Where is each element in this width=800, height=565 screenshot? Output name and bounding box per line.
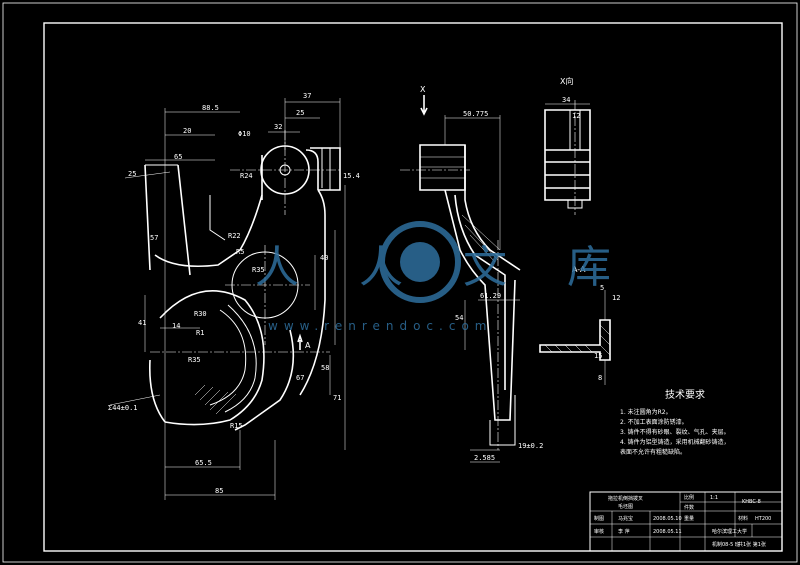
tb-checker-name: 李 萍: [618, 528, 630, 535]
arrow-x-label: X: [420, 85, 426, 94]
tb-sheet-label: 共1张 第1张: [738, 541, 766, 548]
sec-dim-15: 15: [594, 352, 602, 360]
tb-part-subname: 毛坯图: [618, 503, 633, 510]
tb-checker-label: 审核: [594, 528, 604, 535]
dim-54: 54: [455, 314, 463, 322]
right-x-view: [544, 100, 591, 215]
dim-41: 41: [138, 319, 146, 327]
dim-37: 37: [303, 92, 311, 100]
watermark-cn: 人人文库: [255, 242, 671, 293]
tech-requirements: 技术要求 1. 未注圆角为R2。 2. 不加工表面涂防锈漆。 3. 铸件不得有砂…: [620, 388, 730, 456]
tech-req-title: 技术要求: [665, 388, 705, 401]
dim-19: 19±0.2: [518, 442, 543, 450]
section-label: A-A: [572, 265, 586, 274]
tb-class: 机制08-5 班: [712, 541, 740, 548]
right-x-view-labels: X向 34 12: [560, 76, 580, 120]
dim-15-4: 15.4: [343, 172, 360, 180]
tb-count-label: 件数: [684, 504, 694, 511]
title-block: 拖拉机倒挡拨叉 毛坯图 比例 1:1 KHBC-8 件数 制图 马兆宝 2008…: [589, 491, 783, 552]
dim-34: 34: [562, 96, 570, 104]
tb-material-value: HT200: [755, 516, 771, 522]
dim-32: 32: [274, 123, 282, 131]
dim-65: 65: [174, 153, 182, 161]
middle-side-view: [400, 95, 521, 463]
dim-25b: 25: [128, 170, 136, 178]
tech-req-item: 2. 不加工表面涂防锈漆。: [620, 418, 688, 426]
section-a-a-labels: A-A 5 12 15 8: [572, 265, 620, 382]
dim-88-5: 88.5: [202, 104, 219, 112]
dim-65-5: 65.5: [195, 459, 212, 467]
inner-border: [43, 22, 783, 552]
tech-req-item: 1. 未注圆角为R2。: [620, 408, 672, 416]
tb-school: 哈尔滨理工大学: [712, 528, 747, 535]
dim-r5: R5: [236, 248, 244, 256]
dim-12: 12: [572, 112, 580, 120]
tb-checker-date: 2008.05.11: [653, 529, 682, 535]
dim-71: 71: [333, 394, 341, 402]
tb-drawing-no: KHBC-8: [742, 499, 761, 505]
left-main-view: [109, 98, 346, 500]
dim-85: 85: [215, 487, 223, 495]
dim-58: 58: [321, 364, 329, 372]
dim-25: 25: [296, 109, 304, 117]
watermark-url: www.renrendoc.com: [268, 319, 492, 333]
x-view-label: X向: [560, 76, 573, 86]
dim-2-585: 2.585: [474, 454, 495, 462]
middle-view-labels: X 50.775 61.29 54 19±0.2 2.585: [420, 85, 543, 462]
tb-weight-label: 重量: [684, 515, 694, 522]
dim-r30: R30: [194, 310, 207, 318]
dim-r15: R15: [230, 422, 243, 430]
watermark-logo-ring: [379, 221, 461, 303]
sec-dim-12: 12: [612, 294, 620, 302]
watermark: 人人文库 www.renrendoc.com: [255, 221, 671, 333]
dim-r22: R22: [228, 232, 241, 240]
tb-designer-label: 制图: [594, 515, 604, 522]
tech-req-item: 3. 铸件不得有砂眼、裂纹、气孔、夹层。: [620, 428, 730, 436]
dim-r1: R1: [196, 329, 204, 337]
section-a-a: [539, 290, 611, 385]
sec-dim-8: 8: [598, 374, 602, 382]
tb-designer-date: 2008.05.10: [653, 516, 682, 522]
tb-designer-name: 马兆宝: [618, 515, 633, 522]
dim-40: 40: [320, 254, 328, 262]
left-view-labels: 37 25 32 Φ10 88.5 20 65 25 R24 15.4 57 R…: [108, 92, 360, 495]
dim-14: 14: [172, 322, 180, 330]
dim-r35: R35: [252, 266, 265, 274]
dim-67: 67: [296, 374, 304, 382]
watermark-logo-core: [400, 242, 440, 282]
tb-part-name: 拖拉机倒挡拨叉: [608, 495, 643, 502]
left-dimension-lines: [109, 98, 346, 500]
dim-r35b: R35: [188, 356, 201, 364]
tb-scale-label: 比例: [684, 494, 694, 501]
tb-material-label: 材料: [738, 515, 748, 522]
dim-61-29: 61.29: [480, 292, 501, 300]
dim-sigma44: Σ44±0.1: [108, 404, 138, 412]
dim-20: 20: [183, 127, 191, 135]
tech-req-item: 表面不允许有粗糙缺陷。: [620, 448, 686, 456]
tb-scale-value: 1:1: [710, 495, 718, 501]
dim-phi10: Φ10: [238, 130, 251, 138]
dim-50-775: 50.775: [463, 110, 488, 118]
dim-5: 57: [150, 234, 158, 242]
tech-req-item: 4. 铸件为铝型铸造，采用机械翻砂铸造，: [620, 438, 730, 446]
sec-dim-5: 5: [600, 284, 604, 292]
dim-r24: R24: [240, 172, 253, 180]
view-marker-a: A: [305, 341, 311, 350]
